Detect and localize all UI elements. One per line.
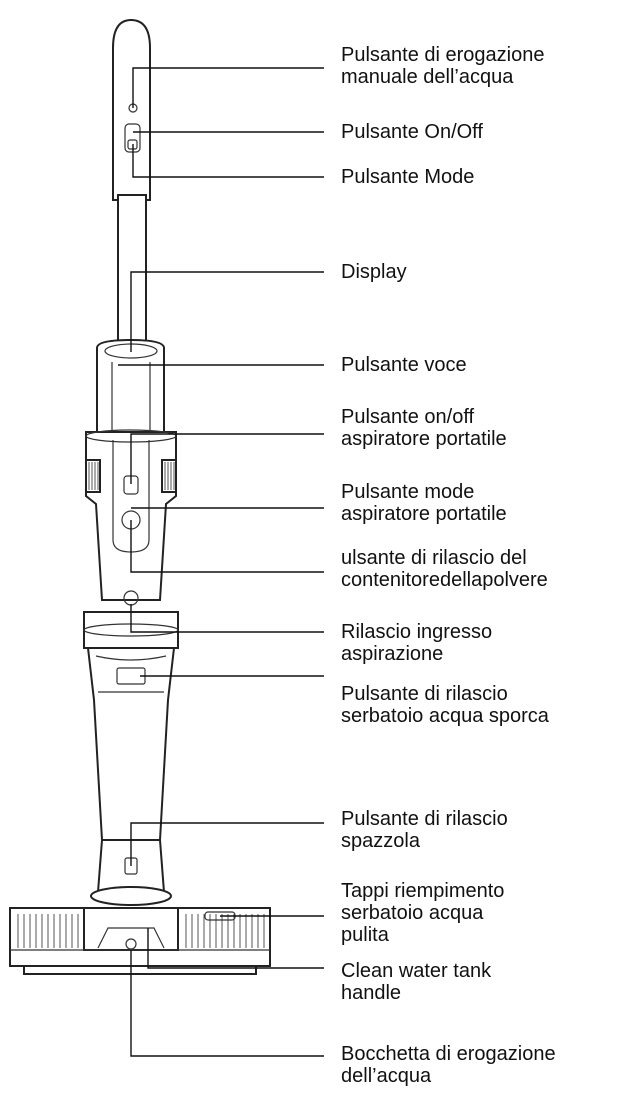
- label-line: Pulsante On/Off: [341, 121, 483, 143]
- label-line: Pulsante voce: [341, 354, 467, 376]
- label-line: pulita: [341, 924, 389, 946]
- label-line: ulsante di rilascio del: [341, 547, 527, 569]
- label-line: Pulsante Mode: [341, 166, 475, 188]
- label-line: Pulsante di rilascio: [341, 683, 508, 705]
- label-line: aspiratore portatile: [341, 503, 507, 525]
- label-line: Tappi riempimento: [341, 880, 505, 902]
- label-dirty-water-tank-release: Pulsante di rilascio serbatoio acqua spo…: [341, 683, 549, 727]
- neck-joint: [90, 886, 172, 906]
- water-nozzle-mark: [125, 938, 137, 950]
- leader-mode: [132, 144, 324, 178]
- label-line: Clean water tank: [341, 960, 492, 982]
- label-water-dispensing-nozzle: Bocchetta di erogazione dell’acqua: [341, 1043, 556, 1087]
- leader-display: [130, 271, 324, 352]
- label-line: aspiratore portatile: [341, 428, 507, 450]
- label-line: spazzola: [341, 830, 420, 852]
- label-line: dell’acqua: [341, 1065, 432, 1087]
- label-line: Pulsante di erogazione: [341, 44, 545, 66]
- label-line: Display: [341, 261, 407, 283]
- leader-suction-release: [130, 604, 324, 633]
- label-line: Pulsante di rilascio: [341, 808, 508, 830]
- label-line: Rilascio ingresso: [341, 621, 493, 643]
- leader-lines: [118, 67, 324, 1057]
- label-line: Pulsante on/off: [341, 406, 475, 428]
- label-line: manuale dell’acqua: [341, 66, 514, 88]
- label-line: Pulsante mode: [341, 481, 475, 503]
- leader-nozzle: [130, 950, 324, 1057]
- main-body: [85, 431, 177, 601]
- label-line: Bocchetta di erogazione: [341, 1043, 556, 1065]
- label-line: aspirazione: [341, 643, 444, 665]
- label-suction-inlet-release: Rilascio ingresso aspirazione: [341, 621, 492, 665]
- display-head: [96, 338, 165, 433]
- leader-tank-handle: [147, 928, 324, 969]
- handle-grip: [112, 18, 151, 201]
- label-dust-container-release: ulsante di rilascio del contenitoredella…: [341, 547, 548, 591]
- label-clean-water-tank-handle: Clean water tank handle: [341, 960, 491, 1004]
- label-display: Display: [341, 261, 407, 283]
- label-manual-water-button: Pulsante di erogazione manuale dell’acqu…: [341, 44, 544, 88]
- leader-handheld-on-off: [130, 433, 324, 484]
- main-tube: [117, 194, 147, 344]
- floor-head-center: [83, 907, 179, 951]
- label-voice-button: Pulsante voce: [341, 354, 467, 376]
- leader-manual-water: [132, 67, 324, 108]
- label-clean-water-fill-caps: Tappi riempimento serbatoio acqua pulita: [341, 880, 504, 946]
- label-line: handle: [341, 982, 402, 1004]
- label-line: contenitoredellapolvere: [341, 569, 548, 591]
- label-line: serbatoio acqua sporca: [341, 705, 549, 727]
- clean-tank-handle-mark: [97, 927, 165, 949]
- leader-brush: [130, 822, 324, 866]
- label-line: serbatoio acqua: [341, 902, 484, 924]
- label-brush-release-button: Pulsante di rilascio spazzola: [341, 808, 508, 852]
- label-handheld-mode-button: Pulsante mode aspiratore portatile: [341, 481, 507, 525]
- label-mode-button: Pulsante Mode: [341, 166, 474, 188]
- leader-dust-release: [130, 520, 324, 573]
- dirty-water-tank: [86, 647, 176, 841]
- floor-base: [23, 965, 257, 975]
- label-on-off-button: Pulsante On/Off: [341, 121, 483, 143]
- label-handheld-on-off-button: Pulsante on/off aspiratore portatile: [341, 406, 507, 450]
